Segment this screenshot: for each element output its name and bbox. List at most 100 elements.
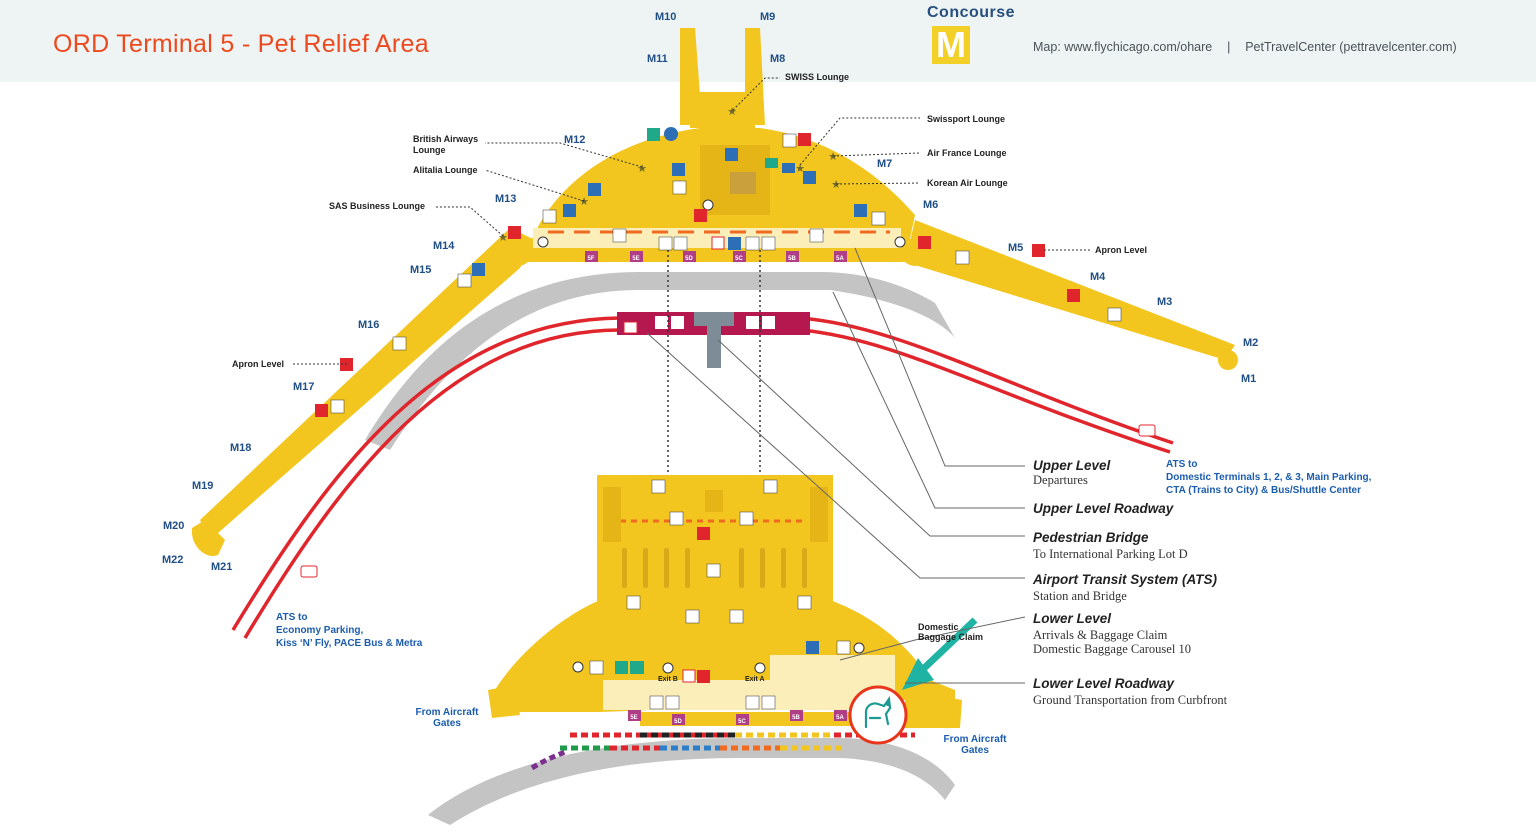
help-icon: [711, 236, 725, 250]
star-icons: ★ ★ ★ ★ ★ ★ ★: [498, 106, 841, 244]
upper-doors: [585, 251, 847, 262]
exit-a-label: Exit A: [745, 676, 765, 683]
ats-elevator-icon: [655, 316, 668, 329]
defibrillator-icons: [315, 133, 1080, 417]
escalator-icon: [739, 511, 754, 526]
legend-lower-level-sub1: Arrivals & Baggage Claim: [1033, 628, 1168, 642]
lower-amenity-icons: [572, 479, 865, 710]
chapel-icon: [754, 662, 766, 674]
defibrillator-icon: [697, 670, 710, 683]
svg-text:★: ★: [637, 163, 647, 175]
chapel-icon: [894, 236, 906, 248]
restroom-icon: [955, 250, 970, 265]
accessible-icon: [472, 263, 485, 276]
restroom-icon: [763, 479, 778, 494]
british-airways-lounge-label-1: British Airways: [413, 134, 478, 144]
phone-icon: [871, 211, 886, 226]
alitalia-lounge-label: Alitalia Lounge: [413, 165, 478, 175]
lower-doors: [628, 710, 847, 725]
pedestrian-bridge-stem: [707, 324, 721, 368]
lower-roadway: [428, 738, 955, 825]
ats-right-3: CTA (Trains to City) & Bus/Shuttle Cente…: [1166, 485, 1361, 496]
pedestrian-bridge-t: [694, 312, 734, 326]
restroom-icon: [392, 336, 407, 351]
from-gates-left-1: From Aircraft: [416, 707, 480, 718]
gate-m18: M18: [230, 442, 251, 454]
british-airways-lounge-label-2: Lounge: [413, 145, 446, 155]
pet-credit: PetTravelCenter (pettravelcenter.com): [1245, 40, 1457, 54]
restroom-icon: [330, 399, 345, 414]
gate-m19: M19: [192, 480, 213, 492]
apron-level-left-label: Apron Level: [232, 359, 284, 369]
lower-labels: Domestic Baggage Claim Exit B Exit A: [658, 622, 983, 683]
baggage-icon: [836, 640, 851, 655]
vertical-connectors: [667, 250, 761, 680]
swiss-lounge-label: SWISS Lounge: [785, 72, 849, 82]
air-france-lounge-label: Air France Lounge: [927, 148, 1007, 158]
svg-text:★: ★: [831, 179, 841, 191]
info-icon: [854, 204, 867, 217]
help-icon: [682, 669, 696, 683]
header-bar: ORD Terminal 5 - Pet Relief Area Concour…: [0, 0, 1536, 82]
currency-icon: [647, 128, 660, 141]
elevator-icon: [745, 695, 760, 710]
legend-leader-lines: [646, 247, 1026, 684]
legend-upper-level-sub: Departures: [1033, 473, 1088, 487]
restroom-icon: [457, 273, 472, 288]
airplane-icon: [664, 127, 678, 141]
gate-m21: M21: [211, 561, 232, 573]
defibrillator-icon: [697, 527, 710, 540]
page-title: ORD Terminal 5 - Pet Relief Area: [53, 30, 429, 58]
ats-left-1: ATS to: [276, 612, 307, 623]
ats-left-2: Economy Parking,: [276, 625, 363, 636]
restroom-icon: [651, 479, 666, 494]
legend: Upper Level Departures Upper Level Roadw…: [1032, 458, 1228, 707]
domestic-baggage-label-1: Domestic: [918, 622, 959, 632]
legend-lower-roadway-sub: Ground Transportation from Curbfront: [1033, 693, 1228, 707]
door-5b-label: 5B: [788, 256, 796, 262]
pet-relief-area[interactable]: [848, 685, 908, 745]
legend-ats-sub: Station and Bridge: [1033, 589, 1127, 603]
pet-arrow: [902, 617, 978, 690]
gate-m4: M4: [1090, 271, 1106, 283]
door-5e-label: 5E: [632, 256, 639, 262]
legend-pedestrian-bridge: Pedestrian Bridge: [1033, 530, 1149, 545]
atm-icon: [765, 158, 778, 168]
gate-m17: M17: [293, 381, 314, 393]
lower-door-5e-label: 5E: [630, 715, 637, 721]
baggage-carousels: [622, 548, 807, 588]
credit-separator: |: [1227, 40, 1231, 54]
gate-m9: M9: [760, 11, 775, 23]
ats-elevator-icon-2: [746, 316, 759, 329]
hotel-icon: [563, 204, 576, 217]
from-gates-right-2: Gates: [961, 745, 989, 756]
phone-icon: [542, 209, 557, 224]
lower-side-bays: [603, 487, 828, 542]
hotel-icon: [806, 641, 819, 654]
gate-m20: M20: [163, 520, 184, 532]
chapel-icon: [572, 661, 584, 673]
gate-m5: M5: [1008, 242, 1023, 254]
restroom-icon: [782, 133, 797, 148]
escalator-icon: [729, 609, 744, 624]
hotel-icon: [803, 171, 816, 184]
restroom-icon: [612, 228, 627, 243]
escalator-icon: [761, 695, 776, 710]
concourse-label: Concourse: [927, 4, 1016, 21]
restroom-icon: [809, 228, 824, 243]
upper-amenity-icons: [330, 127, 1122, 414]
apron-level-right-label: Apron Level: [1095, 245, 1147, 255]
ats-escalator-icon: [671, 316, 684, 329]
ats-track: [231, 316, 1174, 639]
upper-roadway: [365, 272, 955, 450]
gate-m2: M2: [1243, 337, 1258, 349]
gate-m10: M10: [655, 11, 676, 23]
hotel-icon: [725, 148, 738, 161]
currency-icon: [615, 661, 628, 674]
ats-marker-right: [1138, 424, 1156, 437]
gate-m1: M1: [1241, 373, 1256, 385]
pet-relief-icon: [864, 696, 892, 729]
baggage-icon: [706, 563, 721, 578]
elevator-icon: [649, 695, 664, 710]
svg-text:★: ★: [828, 151, 838, 163]
